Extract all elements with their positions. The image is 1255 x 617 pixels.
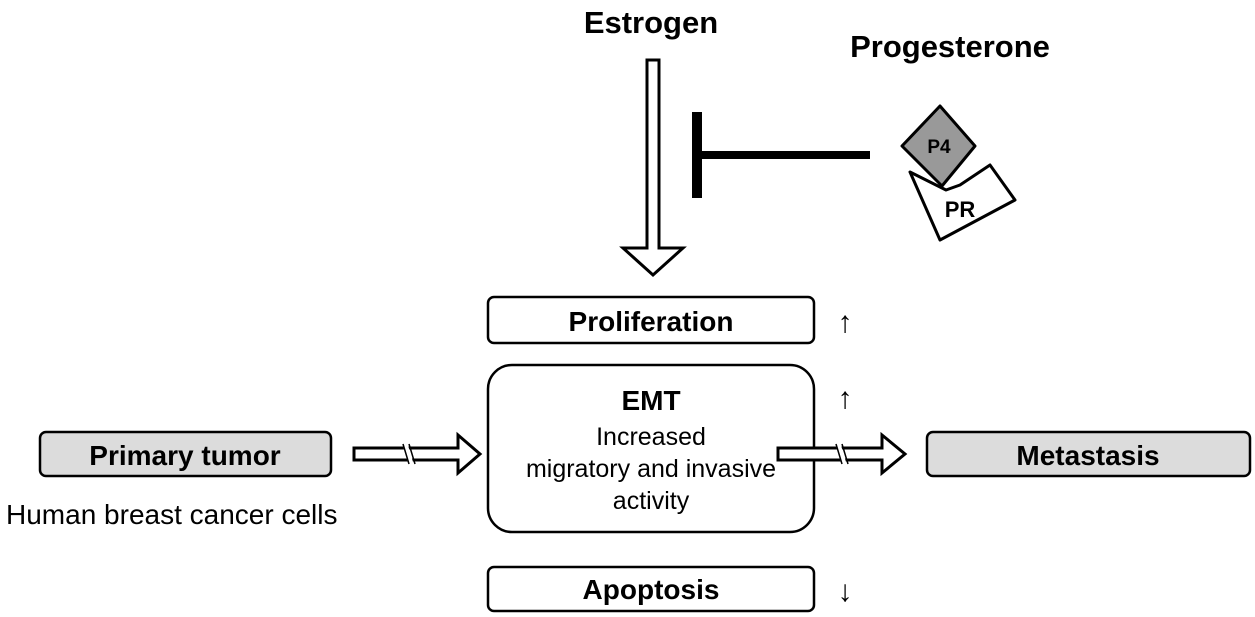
- metastasis-label: Metastasis: [1016, 440, 1159, 471]
- emt-to-metastasis-arrow: [776, 431, 908, 477]
- cells-caption: Human breast cancer cells: [6, 499, 337, 530]
- estrogen-label: Estrogen: [584, 5, 718, 40]
- metastasis-box: [925, 430, 1252, 478]
- proliferation-up-arrow: ↑: [838, 306, 853, 339]
- p4-label: P4: [927, 137, 951, 158]
- pr-label: PR: [945, 197, 976, 222]
- emt-line-3: activity: [613, 487, 690, 515]
- progesterone-label: Progesterone: [850, 29, 1050, 64]
- apoptosis-box: [486, 565, 816, 613]
- proliferation-label: Proliferation: [569, 306, 734, 337]
- tumor-to-emt-arrow: [352, 431, 483, 477]
- apoptosis-down-arrow: ↓: [838, 575, 853, 608]
- proliferation-box: [486, 295, 816, 345]
- pr-receptor-shape: [908, 163, 1017, 242]
- primary-tumor-label: Primary tumor: [89, 440, 280, 471]
- primary-tumor-box: [38, 430, 333, 478]
- apoptosis-label: Apoptosis: [583, 574, 720, 605]
- estrogen-arrow: [619, 58, 687, 278]
- p4-ligand-shape: [900, 104, 977, 188]
- emt-line-1: Increased: [596, 423, 706, 451]
- emt-up-arrow: ↑: [838, 382, 853, 415]
- emt-title: EMT: [621, 385, 680, 416]
- emt-line-2: migratory and invasive: [526, 455, 776, 483]
